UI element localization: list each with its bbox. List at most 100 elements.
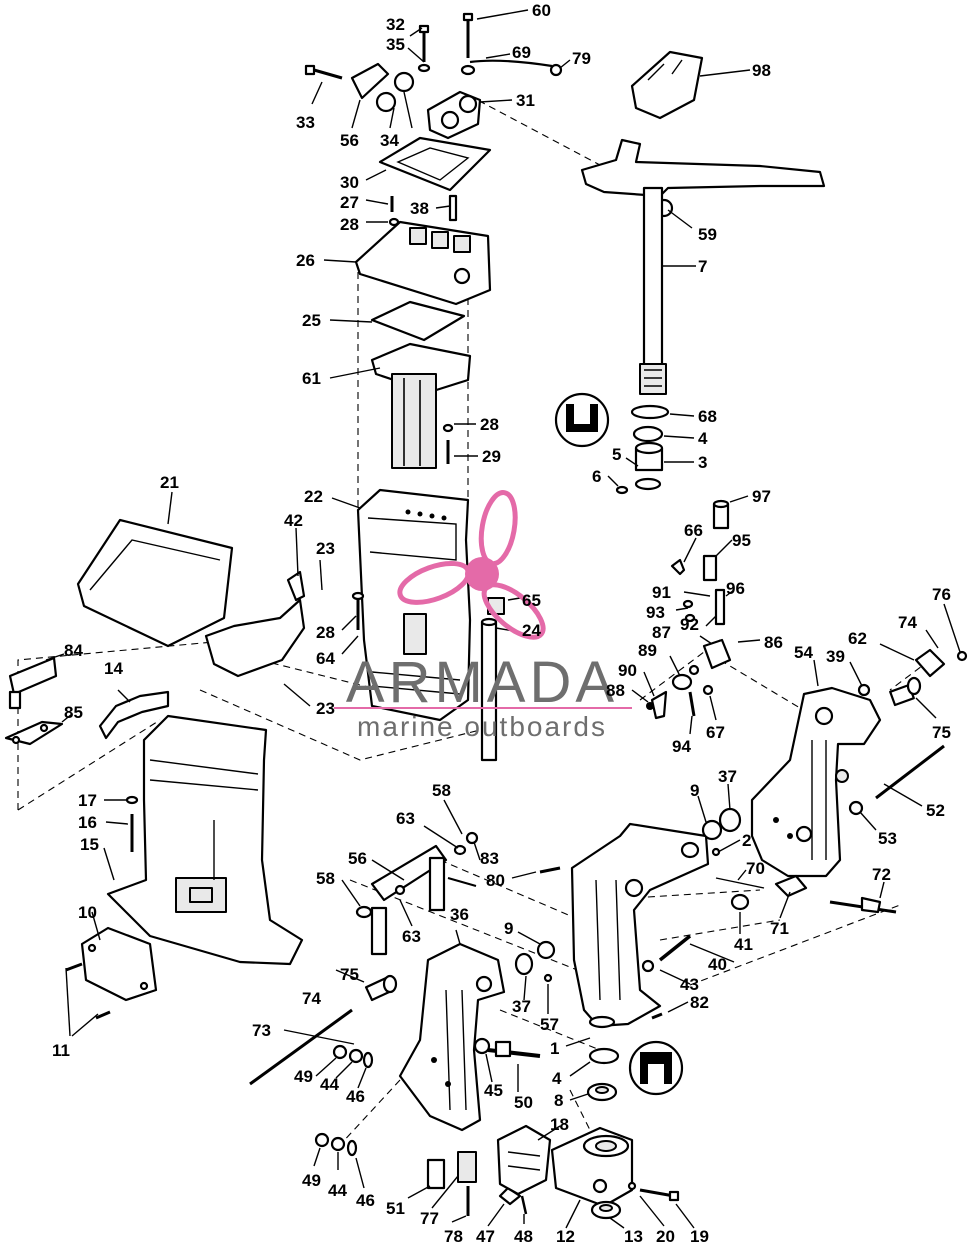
callout-83: 83 <box>480 849 499 868</box>
callout-28: 28 <box>480 415 499 434</box>
cover-42 <box>204 570 306 678</box>
callout-4: 4 <box>552 1069 562 1088</box>
callout-72: 72 <box>872 865 891 884</box>
callout-34: 34 <box>380 131 399 150</box>
pin-6 <box>615 485 629 495</box>
callout-67: 67 <box>706 723 725 742</box>
callout-33: 33 <box>296 113 315 132</box>
callout-58: 58 <box>316 869 335 888</box>
callout-97: 97 <box>752 487 771 506</box>
callout-92: 92 <box>680 615 699 634</box>
callout-25: 25 <box>302 311 321 330</box>
callout-37: 37 <box>512 997 531 1016</box>
callout-38: 38 <box>410 199 429 218</box>
pin-40 <box>658 934 692 962</box>
bushing-75-lower <box>364 974 398 1002</box>
callout-60: 60 <box>532 1 551 20</box>
midsection-15 <box>106 714 304 966</box>
washer-34b <box>375 91 397 113</box>
callout-51: 51 <box>386 1199 405 1218</box>
callout-77: 77 <box>420 1209 439 1228</box>
callout-28: 28 <box>340 215 359 234</box>
washer-37-upper <box>718 807 742 833</box>
callout-84: 84 <box>64 641 83 660</box>
washer-34a <box>393 71 415 93</box>
exhaust-housing-22 <box>356 488 472 722</box>
callout-32: 32 <box>386 15 405 34</box>
callout-40: 40 <box>708 955 727 974</box>
seal-4-lower <box>588 1047 620 1065</box>
o-ring-5 <box>634 477 662 491</box>
gasket-25 <box>370 300 466 342</box>
callout-47: 47 <box>476 1227 495 1244</box>
callout-13: 13 <box>624 1227 643 1244</box>
callout-16: 16 <box>78 813 97 832</box>
grease-fitting-icon <box>554 392 610 448</box>
cover-21 <box>76 518 234 648</box>
swivel-housing-12 <box>550 1126 634 1208</box>
callout-75: 75 <box>340 965 359 984</box>
rod-73 <box>249 1008 353 1086</box>
propeller-logo-icon <box>397 490 546 640</box>
callout-65: 65 <box>522 591 541 610</box>
callout-71: 71 <box>770 919 789 938</box>
bushing-41 <box>730 893 750 911</box>
callout-23: 23 <box>316 699 335 718</box>
callout-31: 31 <box>516 91 535 110</box>
callout-20: 20 <box>656 1227 675 1244</box>
callout-30: 30 <box>340 173 359 192</box>
callout-56: 56 <box>340 131 359 150</box>
callout-37: 37 <box>718 767 737 786</box>
callout-75: 75 <box>932 723 951 742</box>
link-rod-69 <box>460 59 563 77</box>
callout-62: 62 <box>848 629 867 648</box>
steering-arm-7 <box>580 138 826 395</box>
watermark: ARMADA marine outboards <box>334 490 632 742</box>
watermark-tagline: marine outboards <box>357 711 607 742</box>
swivel-bracket-1 <box>570 822 710 1029</box>
callout-91: 91 <box>652 583 671 602</box>
callout-7: 7 <box>698 257 707 276</box>
callout-10: 10 <box>78 903 97 922</box>
callout-64: 64 <box>316 649 335 668</box>
callout-86: 86 <box>764 633 783 652</box>
callout-28: 28 <box>316 623 335 642</box>
callout-80: 80 <box>486 871 505 890</box>
seal-4-upper <box>632 425 664 443</box>
callout-4: 4 <box>698 429 708 448</box>
tilt-lock-parts <box>646 499 732 720</box>
callout-49: 49 <box>302 1171 321 1190</box>
callout-53: 53 <box>878 829 897 848</box>
callout-63: 63 <box>396 809 415 828</box>
callout-1: 1 <box>550 1039 559 1058</box>
callout-79: 79 <box>572 49 591 68</box>
callout-98: 98 <box>752 61 771 80</box>
callout-22: 22 <box>304 487 323 506</box>
bushing-3 <box>634 441 664 472</box>
callout-26: 26 <box>296 251 315 270</box>
plate-30 <box>378 136 492 192</box>
callout-88: 88 <box>606 681 625 700</box>
bolt-32 <box>417 24 431 73</box>
bushing-9-upper <box>701 819 723 841</box>
spring-70 <box>715 877 765 889</box>
bushing-9-lower <box>536 940 556 960</box>
callout-68: 68 <box>698 407 717 426</box>
callout-44: 44 <box>328 1181 347 1200</box>
callout-5: 5 <box>612 445 621 464</box>
callout-35: 35 <box>386 35 405 54</box>
callout-36: 36 <box>450 905 469 924</box>
callout-49: 49 <box>294 1067 313 1086</box>
cover-98 <box>630 50 704 120</box>
grease-fitting-icon <box>628 1040 684 1096</box>
callout-56: 56 <box>348 849 367 868</box>
callout-41: 41 <box>734 935 753 954</box>
callout-89: 89 <box>638 641 657 660</box>
callout-18: 18 <box>550 1115 569 1134</box>
callout-8: 8 <box>554 1091 563 1110</box>
callout-48: 48 <box>514 1227 533 1244</box>
callout-63: 63 <box>402 927 421 946</box>
screw-72 <box>829 896 897 914</box>
callout-46: 46 <box>356 1191 375 1210</box>
callout-74: 74 <box>302 989 321 1008</box>
